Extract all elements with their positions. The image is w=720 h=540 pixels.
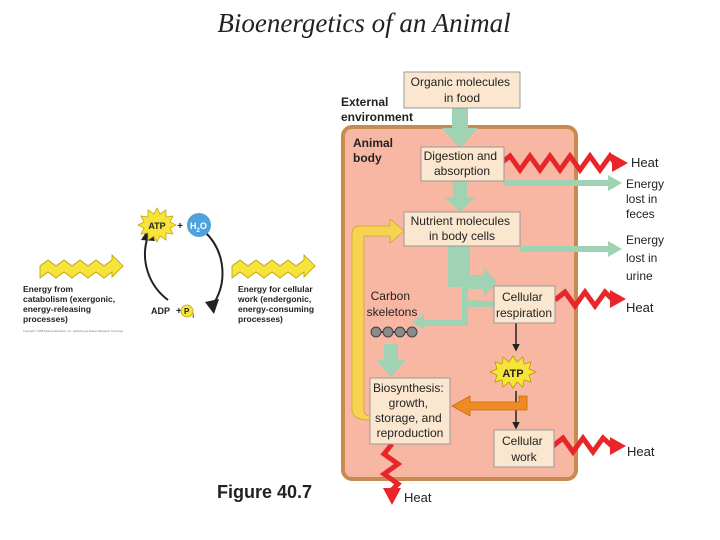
svg-text:Biosynthesis: growth,: Biosynthesis: growth, storage, and repro…	[373, 381, 447, 440]
svg-text:Nutrient molecules in bo: Nutrient molecules in body cells	[411, 214, 514, 243]
biosynthesis-line-3: storage, and	[375, 411, 442, 425]
pi-label: Pi	[184, 307, 194, 320]
heat-arrowhead-3	[610, 437, 626, 455]
svg-text:Energy for cellular work: Energy for cellular work (endergonic, en…	[237, 284, 316, 324]
external-env-line-1: External	[341, 95, 388, 109]
work-line-1: Cellular	[502, 434, 543, 448]
cycle-plus-2: +	[176, 306, 182, 317]
to-carbon-skeletons-arrow	[412, 282, 468, 330]
copyright-text: Copyright © 2008 Pearson Education, Inc.…	[23, 329, 124, 333]
water-molecule-icon	[187, 213, 211, 237]
cellular-respiration-box	[493, 285, 556, 324]
slide-title: Bioenergetics of an Animal	[217, 8, 511, 38]
catabolism-text-4: processes)	[23, 314, 68, 324]
urine-line-3: urine	[626, 269, 653, 283]
nutrient-molecules-box	[403, 211, 521, 247]
svg-text:Carbon skeletons: Carbon skeletons	[367, 289, 418, 319]
phosphate-icon	[180, 304, 194, 318]
digestion-line-1: Digestion and	[424, 149, 497, 163]
work-text-1: Energy for cellular	[238, 284, 313, 294]
cycle-arc-right-head	[205, 299, 219, 314]
biosynthesis-line-4: reproduction	[377, 426, 444, 440]
digestion-line-2: absorption	[434, 164, 490, 178]
svg-text:Animal body: Animal body	[353, 136, 396, 165]
biosynthesis-box	[369, 377, 451, 445]
respiration-line-1: Cellular	[502, 290, 543, 304]
feces-line-3: feces	[626, 207, 655, 221]
animal-body-line-2: body	[353, 151, 382, 165]
respiration-to-carbon-arrow	[462, 300, 494, 307]
urine-arrow	[520, 241, 622, 257]
animal-body-line-1: Animal	[353, 136, 393, 150]
atp-starburst-icon	[137, 207, 177, 243]
carbon-skeletons-line-1: Carbon	[371, 289, 410, 303]
catabolism-text-3: energy-releasing	[23, 304, 91, 314]
carbon-chain-icon	[370, 326, 418, 338]
work-wavy-arrow-icon	[231, 254, 316, 279]
svg-text:Energy from catabolism (: Energy from catabolism (exergonic, energ…	[23, 284, 118, 324]
nutrient-line-1: Nutrient molecules	[411, 214, 510, 228]
heat-arrowhead-2	[610, 290, 626, 308]
figure-label: Figure 40.7	[217, 482, 312, 502]
heat-label-2: Heat	[626, 300, 654, 315]
svg-text:External environment: External environment	[341, 95, 413, 124]
heat-arrowhead-1	[612, 154, 628, 172]
flow-diagram: External environment Animal body ATP	[341, 71, 667, 505]
catabolism-text-2: catabolism (exergonic,	[23, 294, 115, 304]
biosynthesis-line-2: growth,	[389, 396, 428, 410]
organic-molecules-line-2: in food	[444, 91, 480, 105]
food-to-digestion-arrow	[442, 108, 478, 148]
cellular-work-box	[493, 429, 555, 468]
svg-text:Energy lost in uri: Energy lost in urine	[626, 233, 667, 283]
heat-label-4: Heat	[404, 490, 432, 505]
svg-text:Energy lost in fec: Energy lost in feces	[626, 177, 667, 221]
heat-zigzag-2-icon	[553, 287, 614, 311]
carbon-skeletons-line-2: skeletons	[367, 305, 418, 319]
svg-text:Cellular work: Cellular work	[502, 434, 546, 464]
respiration-line-2: respiration	[496, 306, 552, 320]
h2o-label: H2O	[190, 221, 207, 234]
work-text-4: processes)	[238, 314, 283, 324]
svg-text:Cellular respiration: Cellular respiration	[496, 290, 552, 320]
atp-cycle: ATP + H2O ADP + Pi Energy from catabolis…	[23, 207, 316, 333]
cycle-adp-label: ADP	[151, 306, 170, 316]
feces-line-2: lost in	[626, 192, 657, 206]
work-text-2: work (endergonic,	[237, 294, 311, 304]
biosynthesis-line-1: Biosynthesis:	[373, 381, 444, 395]
heat-arrowhead-4	[383, 488, 401, 505]
nutrient-down-trunk	[448, 246, 470, 287]
svg-text:Organic molecules in foo: Organic molecules in food	[411, 75, 514, 105]
nutrient-line-2: in body cells	[429, 229, 495, 243]
organic-molecules-box	[403, 71, 521, 109]
svg-text:Digestion and absorption: Digestion and absorption	[424, 149, 501, 178]
digestion-to-nutrient-arrow	[444, 181, 476, 212]
cycle-atp-label: ATP	[148, 221, 165, 231]
organic-molecules-line-1: Organic molecules	[411, 75, 510, 89]
digestion-box	[420, 146, 505, 182]
cycle-arc-left	[144, 235, 169, 301]
carbon-to-biosynthesis-arrow	[376, 344, 406, 377]
catabolism-text-1: Energy from	[23, 284, 74, 294]
work-line-2: work	[510, 450, 537, 464]
urine-line-1: Energy	[626, 233, 664, 247]
urine-line-2: lost in	[626, 251, 657, 265]
cycle-plus-1: +	[177, 221, 183, 232]
atp-label: ATP	[502, 368, 523, 380]
feces-arrow	[503, 175, 622, 191]
yellow-loop-arrow	[351, 218, 405, 421]
heat-label-1: Heat	[631, 155, 659, 170]
heat-zigzag-4-icon	[379, 442, 403, 492]
to-respiration-arrow	[466, 268, 497, 296]
external-env-line-2: environment	[341, 110, 413, 124]
cycle-arc-right	[204, 231, 224, 307]
catabolism-wavy-arrow-icon	[39, 254, 124, 279]
heat-zigzag-3-icon	[551, 433, 614, 457]
atp-burst-icon	[488, 355, 538, 389]
heat-zigzag-1-icon	[498, 151, 618, 175]
work-text-3: energy-consuming	[238, 304, 314, 314]
atp-to-biosynthesis-arrow	[451, 395, 528, 417]
feces-line-1: Energy	[626, 177, 664, 191]
heat-label-3: Heat	[627, 444, 655, 459]
